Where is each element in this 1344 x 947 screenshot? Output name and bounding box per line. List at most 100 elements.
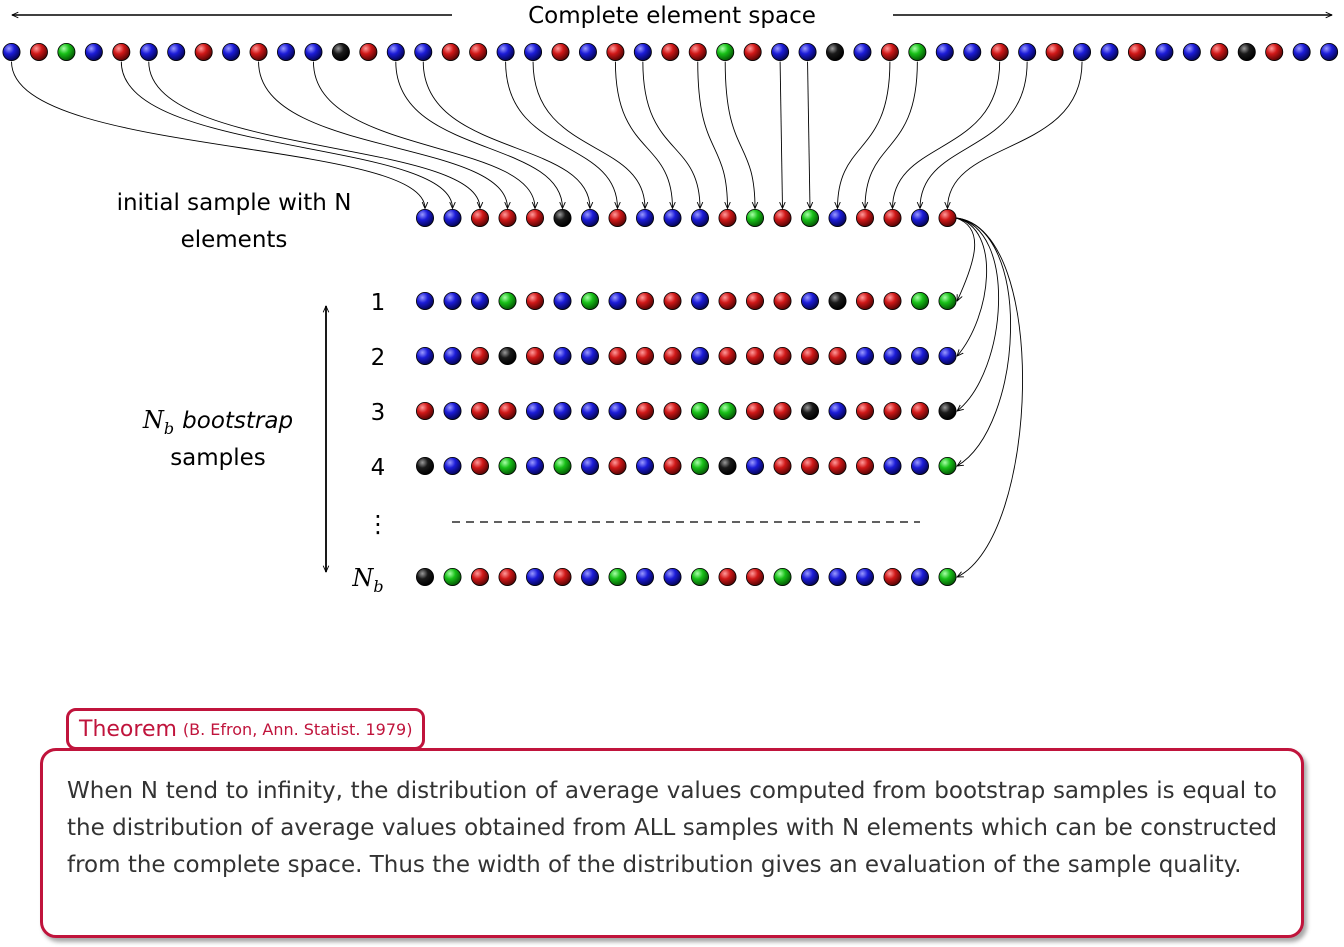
bootstrap-sample-black-ball [498, 346, 517, 365]
bootstrap-sample-blue-ball [883, 346, 902, 365]
complete-space-blue-ball [386, 43, 405, 62]
bootstrap-sample-label: 3 [371, 400, 386, 426]
selection-arrow [120, 61, 452, 209]
bootstrap-sample-green-ball [938, 568, 957, 587]
complete-space-red-ball [551, 43, 570, 62]
selection-arrow [780, 61, 782, 209]
selection-arrow [893, 61, 1001, 209]
bootstrap-sample-red-ball [883, 401, 902, 420]
bootstrap-sample-red-ball [883, 291, 902, 310]
bootstrap-sample-blue-ball [801, 291, 820, 310]
resample-arrows [955, 217, 1023, 577]
bootstrap-sample-red-ball [856, 401, 875, 420]
bootstrap-sample-green-ball [553, 456, 572, 475]
bootstrap-sample-blue-ball [581, 456, 600, 475]
bootstrap-sample-red-ball [746, 291, 765, 310]
initial-sample-green-ball [746, 208, 765, 227]
complete-space-black-ball [331, 43, 350, 62]
complete-space-red-ball [990, 43, 1009, 62]
complete-space-red-ball [112, 43, 131, 62]
bootstrap-sample-red-ball [663, 456, 682, 475]
selection-arrow [724, 61, 755, 209]
complete-space-red-ball [1265, 43, 1284, 62]
bootstrap-sample-blue-ball [443, 291, 462, 310]
bootstrap-sample-red-ball [636, 346, 655, 365]
initial-sample-label-line1: initial sample with N [117, 190, 352, 216]
bootstrap-sample-blue-ball [663, 568, 682, 587]
bootstrap-sample-blue-ball [636, 456, 655, 475]
resample-arrow [956, 217, 1000, 411]
complete-space-red-ball [1127, 43, 1146, 62]
complete-space-blue-ball [1320, 43, 1339, 62]
theorem-title-tab: Theorem (B. Efron, Ann. Statist. 1979) [66, 708, 426, 750]
complete-space-red-ball [743, 43, 762, 62]
complete-space-red-ball [249, 43, 268, 62]
bootstrap-sample-red-ball [801, 456, 820, 475]
initial-sample-red-ball [718, 208, 737, 227]
bootstrap-sample-blue-ball [746, 456, 765, 475]
complete-space-blue-ball [222, 43, 241, 62]
bootstrap-sample-red-ball [773, 456, 792, 475]
complete-space-blue-ball [1018, 43, 1037, 62]
complete-space-blue-ball [496, 43, 515, 62]
complete-space-blue-ball [798, 43, 817, 62]
complete-space-red-ball [359, 43, 378, 62]
complete-space-blue-ball [2, 43, 21, 62]
resample-arrow [956, 217, 1012, 466]
bootstrap-sample-red-ball [636, 291, 655, 310]
bootstrap-sample-black-ball [415, 568, 434, 587]
bootstrap-sample-blue-ball [526, 568, 545, 587]
bootstrap-sample-red-ball [608, 456, 627, 475]
theorem-text: When N tend to infinity, the distributio… [67, 778, 1277, 878]
initial-sample-red-ball [856, 208, 875, 227]
complete-space-red-ball [194, 43, 213, 62]
bootstrap-sample-green-ball [911, 291, 930, 310]
complete-space-blue-ball [633, 43, 652, 62]
selection-arrow [258, 61, 508, 209]
bootstrap-sample-red-ball [746, 401, 765, 420]
complete-space-green-ball [57, 43, 76, 62]
bootstrap-sample-blue-ball [443, 346, 462, 365]
complete-space-red-ball [29, 43, 48, 62]
complete-space-red-ball [1210, 43, 1229, 62]
bootstrap-sample-red-ball [663, 346, 682, 365]
initial-sample-green-ball [801, 208, 820, 227]
bootstrap-sample-red-ball [498, 568, 517, 587]
bootstrap-sample-blue-ball [691, 291, 710, 310]
bootstrap-sample-blue-ball [938, 346, 957, 365]
complete-space-blue-ball [963, 43, 982, 62]
bootstrap-sample-red-ball [470, 568, 489, 587]
complete-space-blue-ball [276, 43, 295, 62]
bootstrap-sample-blue-ball [828, 401, 847, 420]
initial-sample-blue-ball [636, 208, 655, 227]
bootstrap-sample-blue-ball [443, 401, 462, 420]
complete-space-blue-ball [853, 43, 872, 62]
complete-space-blue-ball [1292, 43, 1311, 62]
complete-space-blue-ball [1073, 43, 1092, 62]
bootstrap-sample-red-ball [801, 346, 820, 365]
selection-arrow [948, 61, 1083, 209]
selection-arrow [313, 61, 535, 209]
selection-arrow [865, 61, 918, 209]
bootstrap-sample-label: 1 [371, 290, 386, 316]
complete-space-black-ball [1237, 43, 1256, 62]
bootstrap-sample-black-ball [938, 401, 957, 420]
complete-space-green-ball [716, 43, 735, 62]
bootstrap-sample-green-ball [718, 401, 737, 420]
selection-arrow [532, 61, 645, 209]
complete-space-red-ball [441, 43, 460, 62]
selection-arrow [642, 61, 700, 209]
bootstrap-sample-blue-ball [415, 291, 434, 310]
complete-space-blue-ball [935, 43, 954, 62]
initial-sample-blue-ball [415, 208, 434, 227]
resample-arrow [956, 217, 987, 356]
bootstrap-sample-blue-ball [526, 456, 545, 475]
bootstrap-sample-red-ball [526, 291, 545, 310]
complete-space-red-ball [469, 43, 488, 62]
bootstrap-sample-black-ball [801, 401, 820, 420]
initial-sample-red-ball [938, 208, 957, 227]
selection-arrow [614, 61, 672, 209]
bootstrap-sample-green-ball [773, 568, 792, 587]
bootstrap-sample-blue-ball [801, 568, 820, 587]
